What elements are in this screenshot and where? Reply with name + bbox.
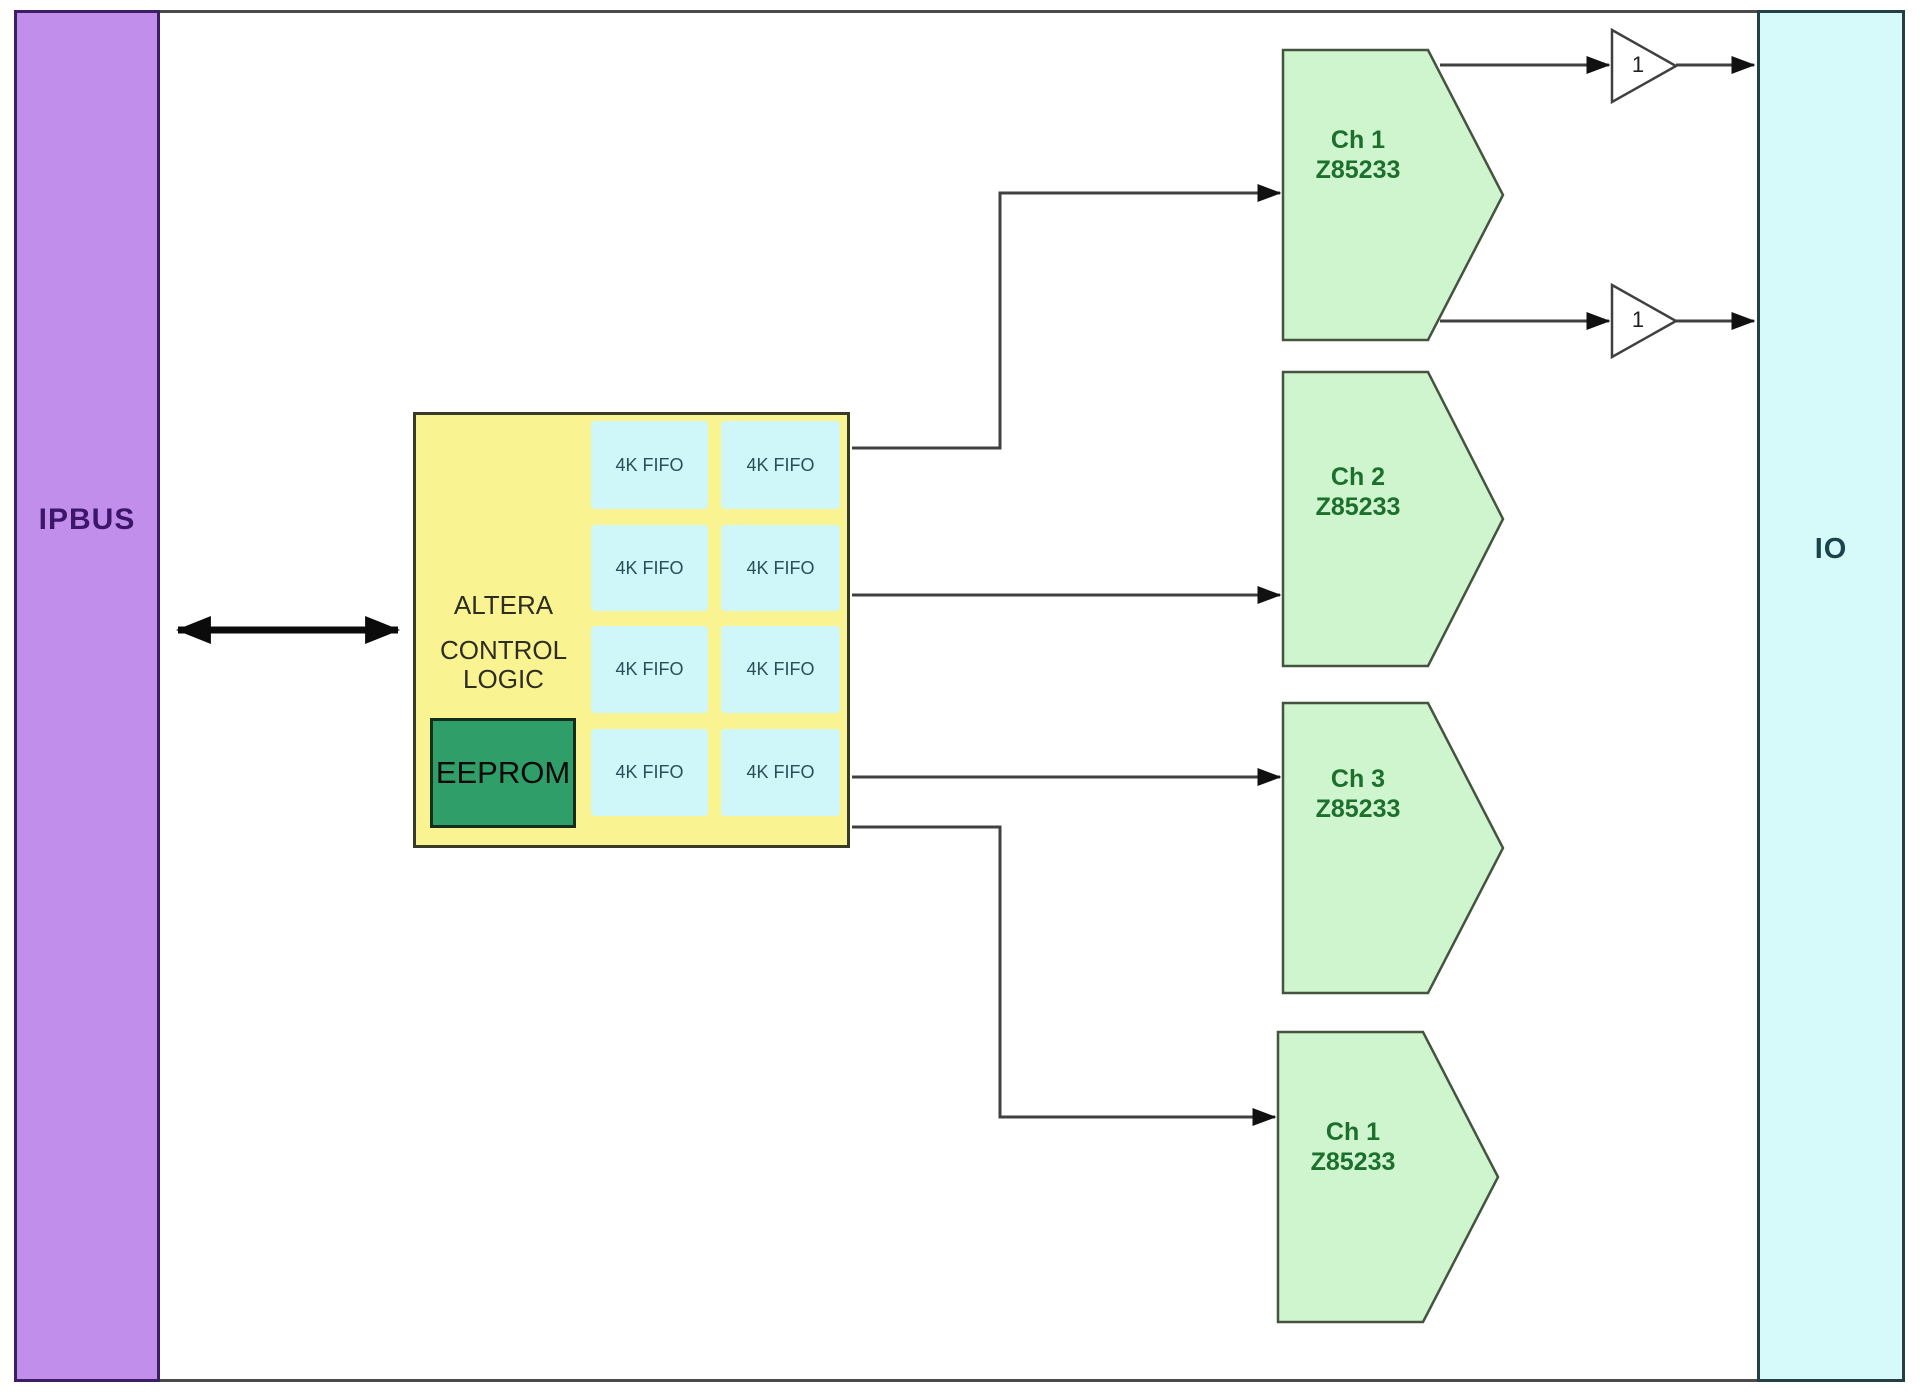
fifo-cell-8: 4K FIFO [721, 729, 840, 816]
fifo-label: 4K FIFO [615, 659, 684, 679]
fifo-label: 4K FIFO [746, 762, 815, 782]
fifo-cell-2: 4K FIFO [721, 421, 840, 509]
fifo-cell-4: 4K FIFO [721, 525, 840, 611]
eeprom-label: EEPROM [435, 755, 571, 790]
altera-title: ALTERA [453, 590, 554, 620]
channel-name: Ch 2 [1330, 463, 1386, 491]
buffer-gain-label-1: 1 [1631, 52, 1645, 77]
fifo-cell-5: 4K FIFO [591, 626, 708, 713]
fifo-cell-3: 4K FIFO [591, 525, 708, 611]
channel-part: Z85233 [1315, 795, 1401, 823]
altera-control-logic-block: ALTERA CONTROL LOGIC EEPROM 4K FIFO 4K F… [413, 412, 850, 848]
fifo-cell-7: 4K FIFO [591, 729, 708, 816]
fifo-label: 4K FIFO [615, 762, 684, 782]
control-logic-title: CONTROL LOGIC [439, 635, 568, 694]
buffer-gain-label-2: 1 [1631, 307, 1645, 332]
channel-part: Z85233 [1315, 156, 1401, 184]
channel-part: Z85233 [1315, 493, 1401, 521]
channel-label-1: Ch 1 Z85233 [1283, 125, 1433, 185]
channel-name: Ch 1 [1325, 1118, 1381, 1146]
io-bus-bar: IO [1757, 10, 1905, 1382]
channel-name: Ch 1 [1330, 126, 1386, 154]
channel-part: Z85233 [1310, 1148, 1396, 1176]
fifo-label: 4K FIFO [746, 557, 815, 578]
fifo-cell-6: 4K FIFO [721, 626, 840, 713]
fifo-label: 4K FIFO [746, 454, 815, 475]
channel-name: Ch 3 [1330, 765, 1386, 793]
fifo-label: 4K FIFO [746, 659, 815, 679]
fifo-label: 4K FIFO [615, 557, 684, 578]
ipbus-label: IPBUS [38, 503, 136, 536]
channel-label-2: Ch 2 Z85233 [1283, 462, 1433, 522]
ipbus-bus-bar: IPBUS [14, 10, 160, 1382]
diagram-frame [14, 10, 1905, 1382]
fifo-label: 4K FIFO [615, 454, 684, 475]
channel-label-4: Ch 1 Z85233 [1278, 1117, 1428, 1177]
eeprom-block: EEPROM [430, 718, 576, 828]
fifo-cell-1: 4K FIFO [591, 421, 708, 509]
channel-label-3: Ch 3 Z85233 [1283, 764, 1433, 824]
io-label: IO [1814, 533, 1848, 565]
